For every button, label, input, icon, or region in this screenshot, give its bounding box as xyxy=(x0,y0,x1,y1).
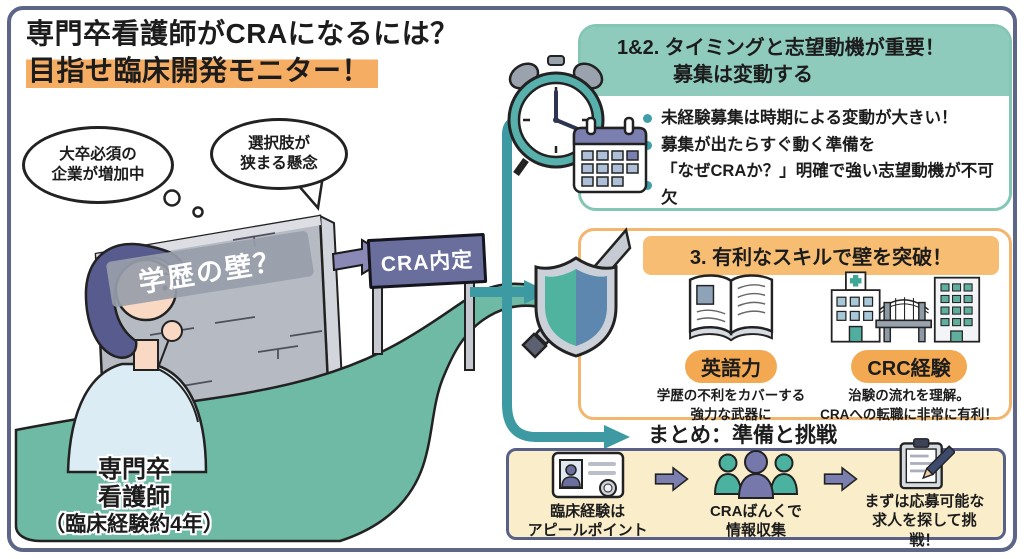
summary-heading: まとめ：準備と挑戦 xyxy=(648,424,837,447)
bullet-dot-icon xyxy=(643,113,652,123)
summary-step-2: CRAばんくで 情報収集 xyxy=(689,448,822,540)
timing-bullet: 未経験募集は時期による変動が大きい！ xyxy=(643,105,1001,132)
bridge xyxy=(875,297,933,343)
timing-bullet: 「なぜCRAか？」明確で強い志望動機が不可欠 xyxy=(643,158,1001,211)
summary-step-1: 臨床経験は アピールポイント xyxy=(521,448,654,540)
bullet-dot-icon xyxy=(643,180,652,190)
id-card-icon xyxy=(551,451,624,499)
clipboard-pencil-icon xyxy=(899,438,956,490)
skill-english: 英語力 学歴の不利をカバーする 強力な武器に xyxy=(643,267,819,425)
thought-bubble: 大卒必須の 企業が増加中 xyxy=(22,126,174,204)
skill-crc: CRC経験 治験の流れを理解。 CRAへの転職に非常に有利！ xyxy=(813,267,1005,425)
summary-step-1-label: 臨床経験は アピールポイント xyxy=(527,502,648,539)
calendar-icon xyxy=(572,116,648,194)
section-timing-heading: 1&2. タイミングと志望動機が重要！ 募集は変動する xyxy=(581,27,1009,96)
title-line1: 専門卒看護師がCRAになるには？ xyxy=(26,18,459,49)
cra-offer-sign: CRA内定 xyxy=(366,232,488,290)
page-title: 専門卒看護師がCRAになるには？ 目指せ臨床開発モニター！ xyxy=(26,16,546,90)
speech-bubble: 選択肢が 狭まる懸念 xyxy=(210,118,348,190)
step-arrow-icon xyxy=(823,466,858,492)
bullet-dot-icon xyxy=(643,140,652,150)
open-book-icon xyxy=(688,274,774,342)
step-arrow-icon xyxy=(655,466,690,492)
skill-crc-desc: 治験の流れを理解。 CRAへの転職に非常に有利！ xyxy=(820,388,998,422)
summary-step-2-label: CRAばんくで 情報収集 xyxy=(709,502,803,539)
summary-box: 臨床経験は アピールポイント CRAばんくで 情報収集 xyxy=(506,438,1006,549)
section-skills-heading: 3. 有利なスキルで壁を突破！ xyxy=(643,236,999,275)
section-skills-box: 3. 有利なスキルで壁を突破！ 英語力 学歴の不利をカバーする 強力な武器に xyxy=(578,228,1012,422)
title-line2: 目指せ臨床開発モニター！ xyxy=(26,54,379,88)
summary-step-3: まずは応募可能な 求人を探して挑戦！ xyxy=(858,438,991,550)
skill-english-label: 英語力 xyxy=(685,350,777,383)
timing-bullet-list: 未経験募集は時期による変動が大きい！ 募集が出たらすぐ動く準備を 「なぜCRAか… xyxy=(581,105,1009,212)
skill-crc-label: CRC経験 xyxy=(851,350,967,383)
person-label: 専門卒 看護師 （臨床経験約4年） xyxy=(44,456,224,536)
people-group-icon xyxy=(713,449,799,499)
timing-bullet: 募集が出たらすぐ動く準備を xyxy=(643,132,1001,159)
section-timing-box: 1&2. タイミングと志望動機が重要！ 募集は変動する 未経験募集は時期による変… xyxy=(578,24,1012,211)
shield-sword-icon xyxy=(521,227,632,359)
skill-english-desc: 学歴の不利をカバーする 強力な武器に xyxy=(656,388,806,422)
hospital-bridge-building-icon xyxy=(830,271,981,343)
summary-step-3-label: まずは応募可能な 求人を探して挑戦！ xyxy=(864,493,985,549)
